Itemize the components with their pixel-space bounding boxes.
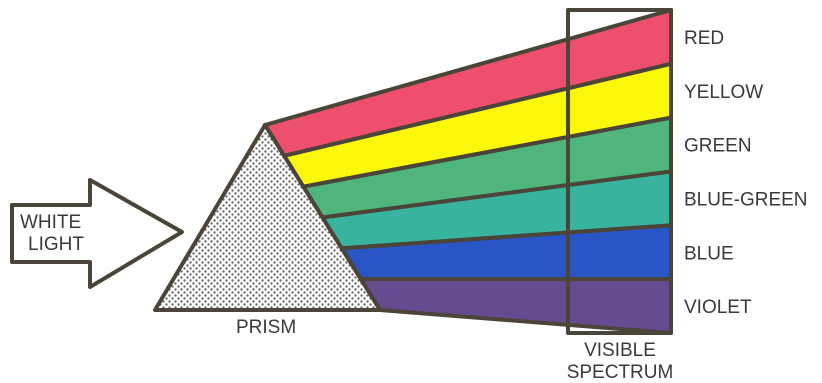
- spectrum-label-line2: SPECTRUM: [567, 362, 674, 383]
- band-violet: [361, 279, 671, 333]
- band-label-blue: BLUE: [684, 243, 734, 264]
- arrow-label-line1: WHITE: [20, 212, 81, 233]
- band-label-violet: VIOLET: [684, 297, 752, 318]
- prism-label: PRISM: [236, 317, 296, 338]
- band-label-green: GREEN: [684, 136, 752, 157]
- spectrum-label-line1: VISIBLE: [584, 340, 656, 361]
- band-labels: RED YELLOW GREEN BLUE-GREEN BLUE VIOLET: [684, 28, 808, 318]
- band-label-yellow: YELLOW: [684, 82, 763, 103]
- band-label-blue-green: BLUE-GREEN: [684, 189, 808, 210]
- arrow-label-line2: LIGHT: [28, 234, 84, 255]
- band-label-red: RED: [684, 28, 724, 49]
